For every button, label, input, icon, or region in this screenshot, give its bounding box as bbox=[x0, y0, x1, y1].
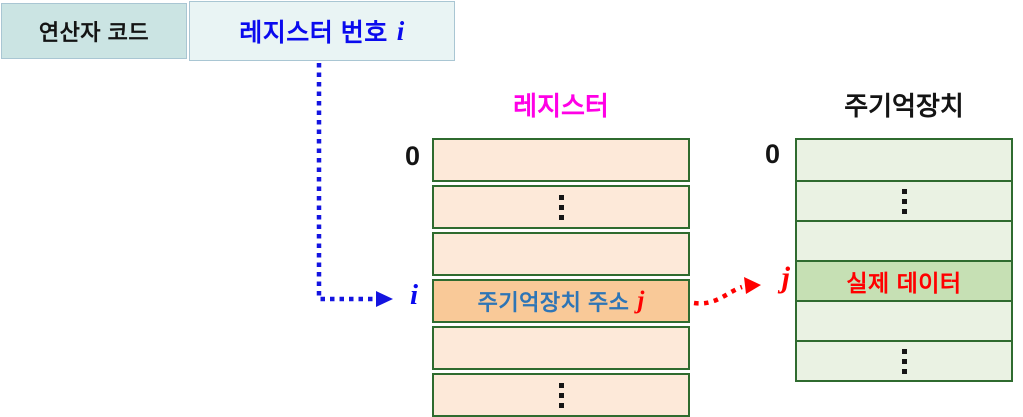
register-index-i: i bbox=[409, 279, 418, 311]
vertical-ellipsis-icon bbox=[558, 194, 564, 220]
memory-row bbox=[797, 300, 1011, 340]
vertical-ellipsis-icon bbox=[558, 382, 564, 408]
memory-row bbox=[797, 180, 1011, 220]
memory-row bbox=[797, 340, 1011, 380]
register-title: 레지스터 bbox=[513, 91, 609, 121]
register-row bbox=[432, 326, 690, 370]
opcode-box: 연산자 코드 bbox=[1, 3, 187, 59]
register-number-box: 레지스터 번호 i bbox=[189, 1, 455, 61]
memory-table: 실제 데이터 bbox=[795, 138, 1013, 382]
register-row bbox=[432, 185, 690, 229]
memory-index-j: j bbox=[781, 261, 790, 294]
vertical-ellipsis-icon bbox=[901, 348, 907, 374]
register-pointer-arrow-line bbox=[316, 63, 374, 302]
memory-data-label: 실제 데이터 bbox=[846, 270, 962, 296]
register-row bbox=[432, 373, 690, 417]
memory-title: 주기억장치 bbox=[844, 91, 964, 121]
register-row-highlight: 주기억장치 주소 j bbox=[432, 279, 690, 323]
memory-index-0: 0 bbox=[764, 139, 780, 169]
memory-row bbox=[797, 220, 1011, 260]
register-number-var: i bbox=[396, 15, 405, 46]
register-row bbox=[432, 138, 690, 182]
memory-row bbox=[797, 140, 1011, 180]
memory-pointer-arrow-line bbox=[693, 284, 743, 306]
register-address-label: 주기억장치 주소 bbox=[477, 290, 630, 315]
memory-row-highlight: 실제 데이터 bbox=[797, 260, 1011, 300]
register-table: 주기억장치 주소 j bbox=[432, 138, 690, 417]
register-address-var: j bbox=[637, 287, 645, 314]
register-number-label: 레지스터 번호 bbox=[239, 19, 388, 47]
register-index-0: 0 bbox=[404, 141, 420, 171]
opcode-label: 연산자 코드 bbox=[38, 20, 150, 45]
register-row bbox=[432, 232, 690, 276]
vertical-ellipsis-icon bbox=[901, 188, 907, 214]
